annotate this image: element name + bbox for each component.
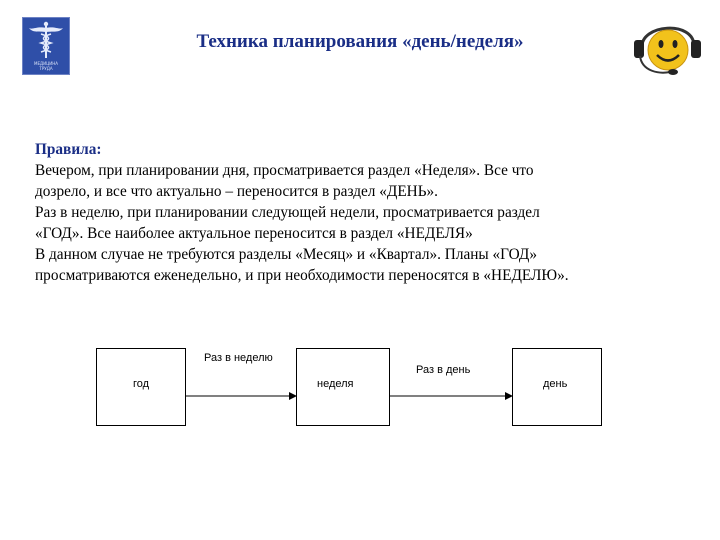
rules-line: «ГОД». Все наиболее актуальное переносит… [35, 225, 473, 242]
rules-line: дозрело, и все что актуально – переносит… [35, 183, 438, 200]
node-week-label: неделя [317, 378, 354, 390]
page-title: Техника планирования «день/неделя» [196, 31, 524, 52]
node-week: неделя [296, 348, 390, 426]
edge-label-weekly: Раз в неделю [204, 352, 273, 364]
node-day: день [512, 348, 602, 426]
rules-line: В данном случае не требуются разделы «Ме… [35, 246, 538, 263]
rules-line: Вечером, при планировании дня, просматри… [35, 162, 534, 179]
logo-caption-2: ТРУДА [39, 66, 53, 71]
node-year: год [96, 348, 186, 426]
logo-caption-1: МЕДИЦИНА [34, 61, 58, 66]
node-year-label: год [133, 378, 150, 390]
rules-text: Правила: Вечером, при планировании дня, … [35, 139, 695, 286]
rules-line: Раз в неделю, при планировании следующей… [35, 204, 540, 221]
edge-label-daily: Раз в день [416, 364, 471, 376]
medical-logo: МЕДИЦИНА ТРУДА [22, 17, 70, 75]
smiley-headset-icon [634, 26, 701, 75]
rules-line: просматриваются еженедельно, и при необх… [35, 267, 569, 284]
node-day-label: день [543, 378, 568, 390]
caduceus-icon [29, 21, 63, 58]
rules-heading: Правила: [35, 141, 102, 158]
